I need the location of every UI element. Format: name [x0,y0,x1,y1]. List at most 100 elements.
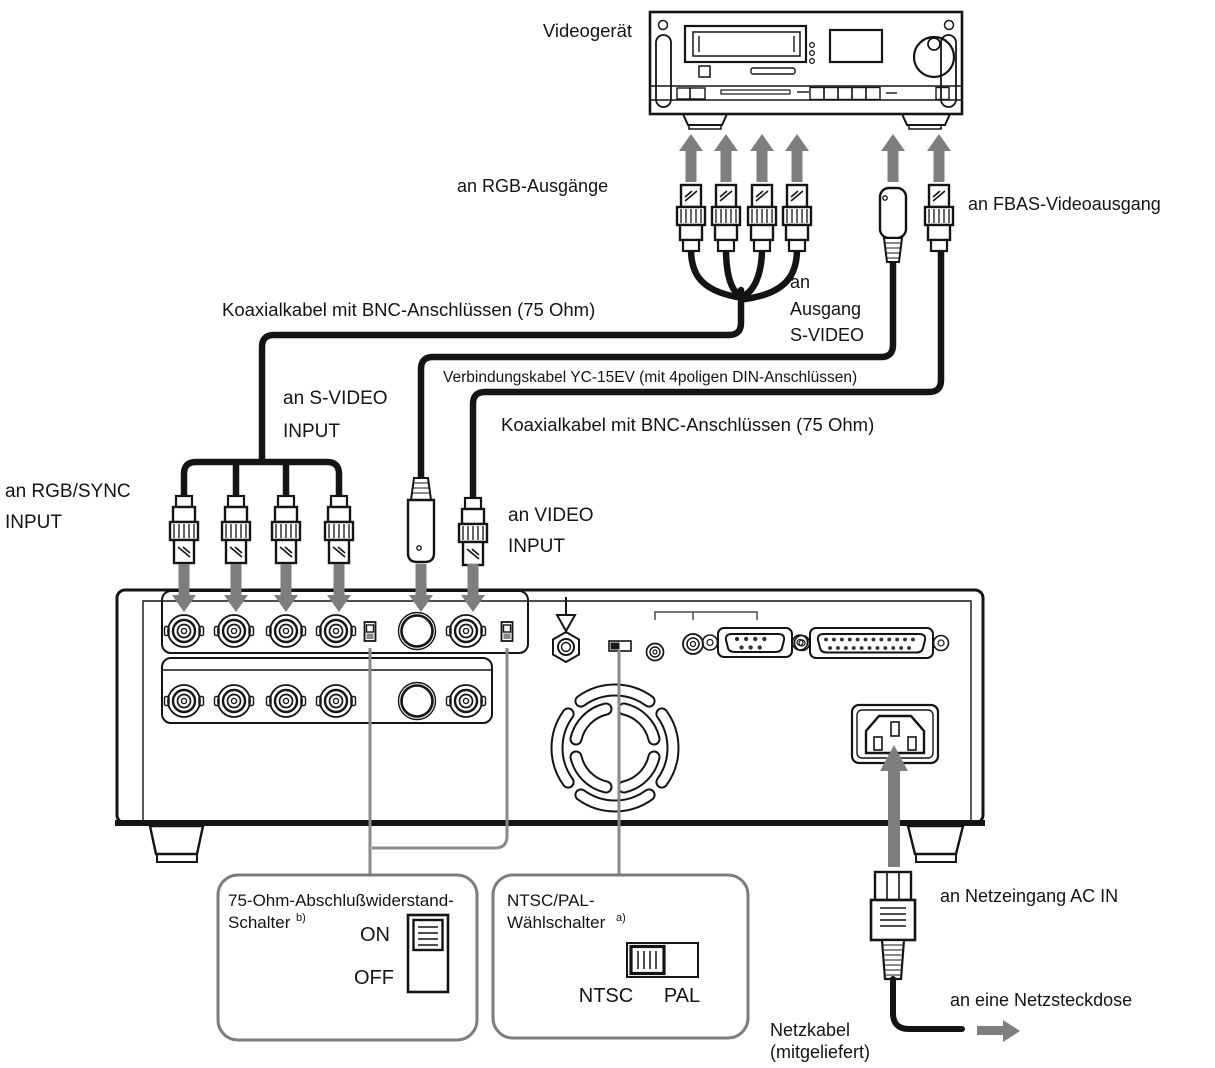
arrow-up-icon [880,745,908,867]
video-coax-cable [469,248,945,506]
termination-switch-icon [406,913,450,994]
termination-footnote: b) [296,912,306,924]
vcr-feet [681,113,952,130]
phono-jack-icon [645,642,665,662]
bnc-plug-icon [168,494,200,565]
bnc-socket-icon [213,613,255,649]
termination-title-line1: 75-Ohm-Abschlußwiderstand- [228,891,454,910]
vcr-jog-dial [912,35,956,79]
dsub25-connector-icon [793,627,950,659]
svideo-plug-up-icon [878,186,908,263]
cables [180,245,945,506]
svg-text:(mitgeliefert): (mitgeliefert) [770,1042,870,1062]
svg-text:INPUT: INPUT [5,512,62,533]
input-group-box-top [161,590,529,654]
svg-text:S-VIDEO: S-VIDEO [790,325,864,345]
vcr-rack-handle [655,34,672,108]
vcr-screw-icon [657,19,669,31]
svideo-output-label: an Ausgang S-VIDEO [790,272,864,345]
ntsc-pal-switch-panel [608,640,632,652]
bnc-plug-icon [710,183,742,253]
bnc-plug-icon [323,494,355,565]
bnc-plug-icon [270,494,302,565]
bnc-socket-icon [163,613,205,649]
arrow-down-icon [327,564,351,612]
termination-on-label: ON [360,924,390,946]
arrow-down-icon [172,564,196,612]
svg-text:an VIDEO: an VIDEO [508,505,594,526]
callout-ntsc-pal-box: NTSC/PAL- Wählschalter a) NTSC PAL [491,873,750,1040]
arrow-up-icon [679,134,703,182]
arrow-up-icon [714,134,738,182]
coax-cable [722,245,743,299]
termination-switch-75ohm [363,621,377,642]
ntsc-pal-title-line1: NTSC/PAL- [507,891,595,910]
phono-jack-icon [682,633,704,655]
ntsc-pal-switch-icon [626,942,699,978]
coax-cable [741,245,766,299]
ac-inlet-label: an Netzeingang AC IN [940,886,1118,906]
device-label: Videogerät [543,20,632,41]
signal-arrows-down [172,564,485,612]
yc15ev-cable-label: Verbindungskabel YC-15EV (mit 4poligen D… [443,369,857,386]
bnc-plug-icon [220,494,252,565]
fbas-output-label: an FBAS-Videoausgang [968,194,1161,214]
arrow-up-icon [927,134,951,182]
svg-text:INPUT: INPUT [508,536,565,557]
bnc-socket-icon [265,613,307,649]
bnc-plug-icon [675,183,707,253]
arrow-down-icon [274,564,298,612]
video-input-label: an VIDEO INPUT [508,505,594,557]
svideo-socket-icon [397,611,437,651]
arrow-up-icon [750,134,774,182]
vcr-rack-handle [940,34,957,108]
vcr-cassette-door [683,24,808,64]
bnc-socket-icon [315,613,357,649]
monitor-rear-panel [115,588,985,863]
callout-termination-box: 75-Ohm-Abschlußwiderstand- Schalter b) O… [216,873,479,1042]
vcr-front-strip [650,85,962,101]
coax-cable [687,245,741,301]
svideo-socket-icon [397,681,437,721]
svg-text:Netzkabel: Netzkabel [770,1020,850,1040]
bnc-socket-icon [163,683,205,719]
svg-text:INPUT: INPUT [283,421,340,442]
power-plug-icon [869,870,917,981]
termination-title-line2: Schalter [228,913,291,932]
svideo-cable [417,257,897,482]
ntsc-pal-footnote: a) [616,912,626,924]
bnc-socket-icon [315,683,357,719]
svg-text:an: an [790,272,810,292]
callout-leader-lines [368,648,621,875]
arrow-right-icon [977,1020,1020,1042]
bnc-plug-icon [457,496,489,567]
outlet-label: an eine Netzsteckdose [950,990,1132,1010]
bnc-plug-icon [781,183,813,253]
coax-bundle-cable [258,286,745,466]
coax-cable [741,245,801,303]
ntsc-label: NTSC [579,985,633,1007]
group-bracket [654,611,758,620]
bnc-plug-icon [923,183,955,253]
svideo-plug-down-icon [406,477,436,564]
power-cord-label: Netzkabel (mitgeliefert) [770,1020,870,1062]
bnc-plug-icon [746,183,778,253]
rgb-sync-input-label: an RGB/SYNC INPUT [5,481,131,533]
bnc-socket-icon [265,683,307,719]
svg-text:an RGB/SYNC: an RGB/SYNC [5,481,131,502]
vcr-screw-icon [943,19,955,31]
ntsc-pal-title-line2: Wählschalter [507,913,606,932]
termination-off-label: OFF [354,967,394,989]
svg-text:Ausgang: Ausgang [790,299,861,319]
arrow-up-icon [785,134,809,182]
input-group-box-bottom [161,657,493,724]
bnc-socket-icon [445,683,487,719]
signal-arrows-up [679,134,951,182]
vcr-illustration [648,10,964,130]
coax-cable-bottom-label: Koaxialkabel mit BNC-Anschlüssen (75 Ohm… [501,414,874,435]
monitor-feet [148,824,965,863]
arrow-down-icon [224,564,248,612]
coax-cable-top-label: Koaxialkabel mit BNC-Anschlüssen (75 Ohm… [222,299,595,320]
